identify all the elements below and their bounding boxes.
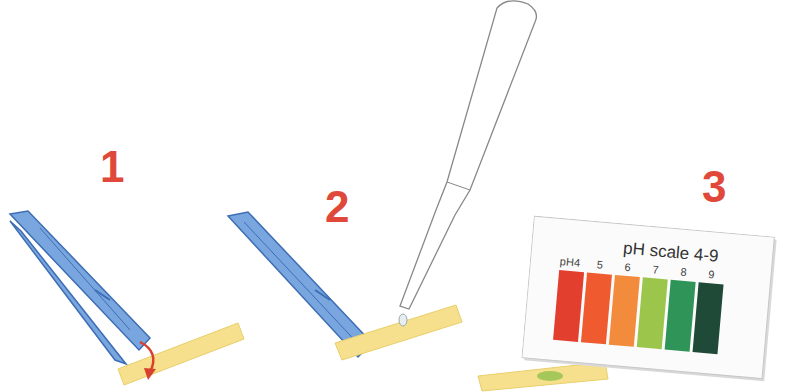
card-face	[522, 216, 774, 378]
tweezer-ridge	[244, 222, 362, 348]
callout-number: 2	[325, 185, 349, 229]
scale-value: 6	[624, 262, 631, 273]
tweezer-arm	[10, 221, 126, 364]
color-spot	[537, 371, 563, 381]
tweezer-arm	[10, 211, 150, 350]
arrow-head	[144, 368, 156, 380]
tweezers-open	[10, 211, 150, 364]
tweezer-ridge	[315, 290, 330, 300]
scale-value: 5	[596, 259, 603, 270]
tweezers-closed	[228, 212, 372, 357]
pipette-neck	[447, 182, 470, 190]
motion-arrow	[140, 342, 153, 372]
callout-number: 3	[702, 165, 726, 209]
scale-value: pH4	[559, 256, 580, 269]
scale-value: 8	[680, 267, 687, 278]
callout-number: 1	[100, 145, 124, 189]
test-strip	[118, 323, 244, 385]
test-strip	[335, 305, 462, 360]
test-strip	[478, 362, 608, 391]
tweezer-ridge	[40, 228, 130, 330]
tweezer-body	[228, 212, 372, 357]
tweezer-ridge	[95, 290, 110, 300]
scale-value: 7	[652, 264, 659, 275]
pipette	[400, 1, 536, 309]
ph-scale-card: pH scale 4-9pH456789	[521, 216, 778, 383]
liquid-drop	[399, 314, 407, 326]
scale-value: 9	[708, 269, 715, 280]
